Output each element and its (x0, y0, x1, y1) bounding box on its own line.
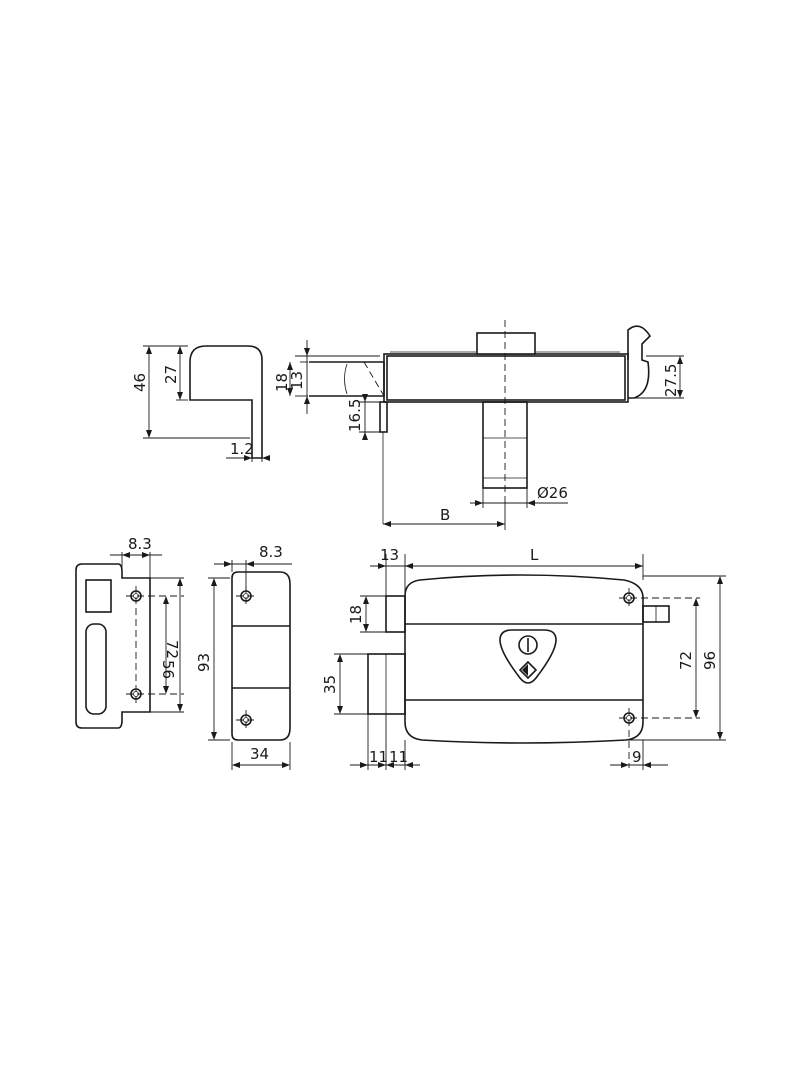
strike-side-view (143, 345, 270, 462)
dim-72-plate-label: 72 (163, 640, 181, 659)
dim-11-b-label: 11 (389, 748, 408, 766)
strike-plate-front (75, 552, 184, 729)
dim-diameter-label: Ø26 (537, 484, 568, 502)
dim-9-label: 9 (632, 748, 642, 766)
dim-56-label: 56 (159, 660, 177, 679)
dim-18-front-label: 18 (347, 605, 365, 624)
dim-93-label: 93 (195, 653, 213, 672)
dim-34-label: 34 (250, 745, 269, 763)
dim-8-3-left-label: 8.3 (128, 535, 152, 553)
dim-72-lock-label: 72 (677, 651, 695, 670)
lock-front-view (334, 554, 726, 770)
dim-16-5-label: 16.5 (346, 399, 364, 432)
dim-27-label: 27 (162, 365, 180, 384)
dim-8-3-keeper-label: 8.3 (259, 543, 283, 561)
dim-46-label: 46 (131, 373, 149, 392)
dim-11-a-label: 11 (369, 748, 388, 766)
dim-l-label: L (530, 546, 539, 564)
dim-b-label: B (440, 506, 450, 524)
dim-27-5-label: 27.5 (662, 364, 680, 397)
dim-35-label: 35 (321, 675, 339, 694)
dim-13-top-label: 13 (288, 371, 306, 390)
dim-18-top-label: 18 (273, 373, 291, 392)
dim-1-2-label: 1.2 (230, 440, 254, 458)
dim-96-label: 96 (701, 651, 719, 670)
dim-13-front-label: 13 (380, 546, 399, 564)
keeper-front (208, 560, 292, 770)
lock-top-view (287, 320, 684, 530)
